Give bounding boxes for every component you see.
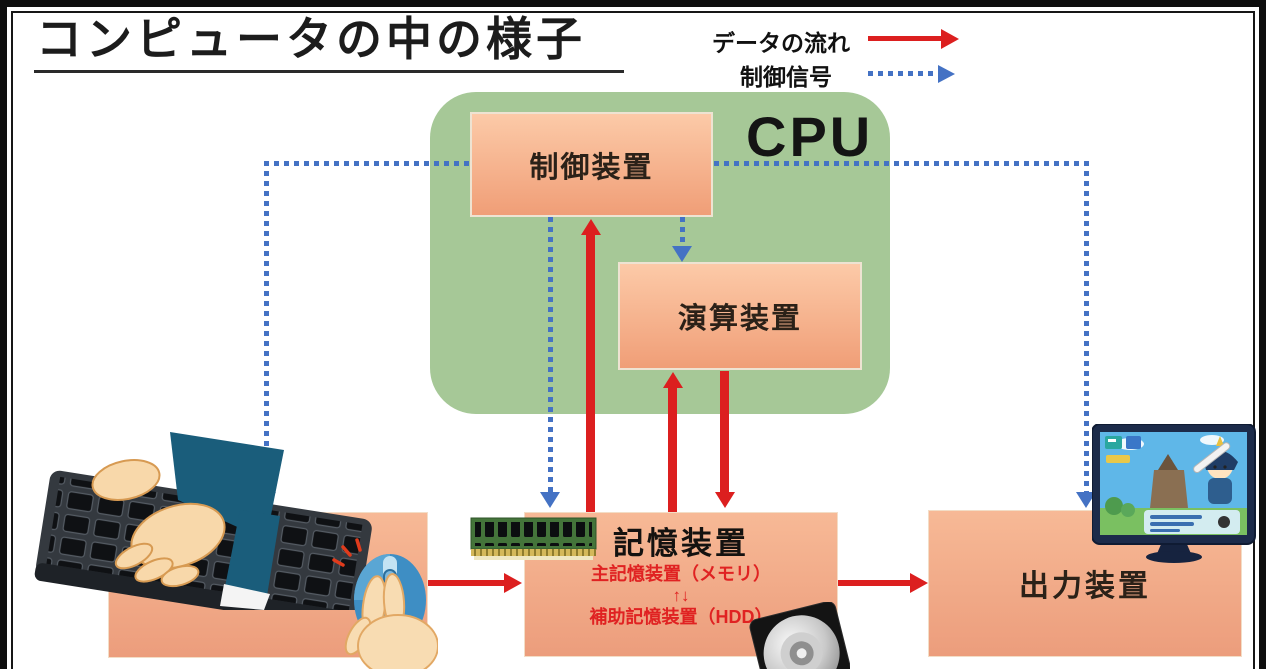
- hdd-platter-icon: [749, 602, 850, 669]
- control-to-memory-arrowhead-icon: [540, 492, 560, 508]
- legend-control-signal-arrow: [868, 71, 938, 76]
- control-signal-to-output-arrowhead-icon: [1076, 492, 1096, 508]
- memory-to-alu-line: [668, 386, 677, 512]
- control-signal-to-input-line: [264, 161, 269, 492]
- control-to-memory-line: [548, 217, 553, 493]
- control-to-alu-line: [680, 217, 685, 247]
- legend-data-flow-arrow: [868, 36, 942, 41]
- memory-to-output-line: [838, 580, 912, 586]
- alu-to-memory-arrowhead-icon: [715, 492, 735, 508]
- legend-data-flow-label: データの流れ: [712, 30, 850, 56]
- legend-data-flow-arrowhead-icon: [941, 29, 959, 49]
- cpu-label: CPU: [746, 105, 874, 168]
- keyboard-hands-icon: [34, 432, 372, 610]
- memory-to-alu-arrowhead-icon: [663, 372, 683, 388]
- memory-to-control-line: [586, 233, 595, 512]
- control-unit-box: 制御装置: [470, 112, 713, 217]
- memory-device-box: 記憶装置 主記憶装置（メモリ） ↑↓ 補助記憶装置（HDD）: [524, 512, 838, 657]
- page-title: コンピュータの中の様子: [34, 12, 624, 74]
- memory-main-label: 主記憶装置（メモリ）: [591, 564, 771, 584]
- legend-control-signal-label: 制御信号: [740, 64, 832, 90]
- input-to-memory-arrowhead-icon: [504, 573, 522, 593]
- ram-module-icon: [470, 517, 597, 560]
- alu-box: 演算装置: [618, 262, 862, 370]
- memory-aux-label: 補助記憶装置（HDD）: [589, 606, 773, 627]
- output-device-label: 出力装置: [1019, 570, 1151, 603]
- mouse-hand-icon: [332, 538, 438, 669]
- memory-title: 記憶装置: [613, 526, 749, 561]
- control-signal-to-output-line: [1084, 161, 1089, 492]
- control-to-alu-arrowhead-icon: [672, 246, 692, 262]
- legend-control-signal-arrowhead-icon: [938, 65, 955, 83]
- output-device-box: 出力装置: [928, 510, 1242, 657]
- monitor-game-icon: [1092, 424, 1256, 563]
- memory-to-control-arrowhead-icon: [581, 219, 601, 235]
- inner-frame: [11, 11, 1255, 669]
- alu-label: 演算装置: [677, 303, 802, 335]
- control-unit-label: 制御装置: [529, 151, 654, 184]
- input-to-memory-line: [428, 580, 506, 586]
- memory-exchange-arrows: ↑↓: [672, 585, 690, 605]
- alu-to-memory-line: [720, 371, 729, 493]
- memory-to-output-arrowhead-icon: [910, 573, 928, 593]
